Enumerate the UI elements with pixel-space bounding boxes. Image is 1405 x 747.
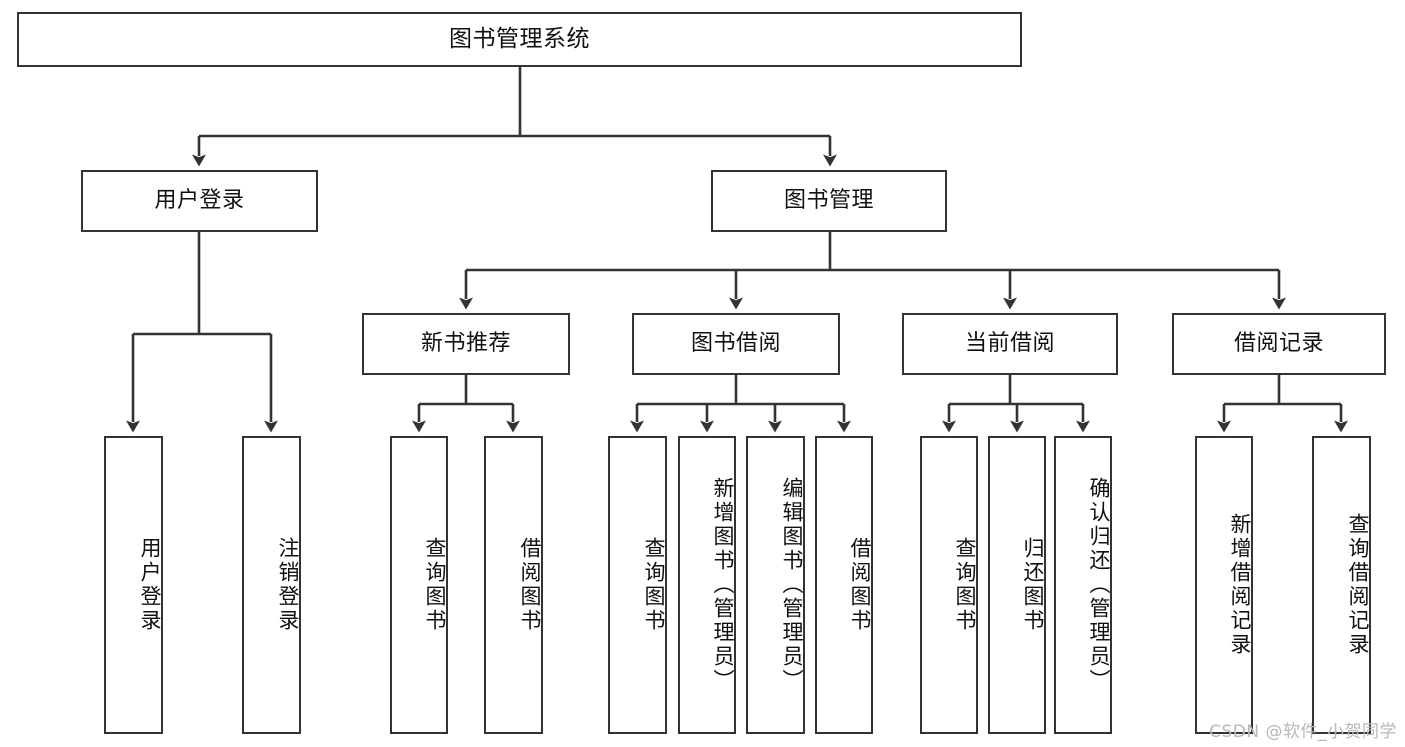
node-borrow-record[interactable]: 借阅记录 [1172,313,1386,375]
node-leaf-user-login[interactable]: 用户登录 [104,436,163,734]
node-book-borrow[interactable]: 图书借阅 [632,313,840,375]
node-leaf-borrow-book-1-label: 借阅图书 [518,537,542,633]
node-leaf-borrow-book-2[interactable]: 借阅图书 [815,436,873,734]
node-root[interactable]: 图书管理系统 [17,12,1022,67]
node-leaf-borrow-book-2-label: 借阅图书 [848,537,872,633]
node-leaf-query-book-3-label: 查询图书 [953,537,977,633]
node-leaf-query-book-2-label: 查询图书 [642,537,666,633]
node-leaf-query-book-2[interactable]: 查询图书 [608,436,667,734]
node-leaf-query-book-1[interactable]: 查询图书 [390,436,448,734]
node-leaf-query-record-label: 查询借阅记录 [1346,513,1370,657]
node-leaf-add-book-label: 新增图书（管理员） [711,477,735,693]
node-user-login[interactable]: 用户登录 [81,170,318,232]
node-leaf-return-book-label: 归还图书 [1021,537,1045,633]
node-leaf-confirm-return[interactable]: 确认归还（管理员） [1054,436,1112,734]
node-leaf-borrow-book-1[interactable]: 借阅图书 [484,436,543,734]
node-leaf-add-record[interactable]: 新增借阅记录 [1195,436,1253,734]
node-book-manage[interactable]: 图书管理 [711,170,947,232]
node-leaf-add-book[interactable]: 新增图书（管理员） [678,436,736,734]
node-leaf-logout-label: 注销登录 [276,537,300,633]
node-leaf-return-book[interactable]: 归还图书 [988,436,1046,734]
node-new-book-rec[interactable]: 新书推荐 [362,313,570,375]
node-leaf-confirm-return-label: 确认归还（管理员） [1087,477,1111,693]
node-current-borrow[interactable]: 当前借阅 [902,313,1118,375]
node-leaf-query-book-1-label: 查询图书 [423,537,447,633]
node-leaf-query-book-3[interactable]: 查询图书 [920,436,978,734]
node-leaf-edit-book[interactable]: 编辑图书（管理员） [746,436,805,734]
node-leaf-edit-book-label: 编辑图书（管理员） [780,477,804,693]
node-leaf-logout[interactable]: 注销登录 [242,436,301,734]
node-leaf-user-login-label: 用户登录 [138,537,162,633]
node-leaf-add-record-label: 新增借阅记录 [1228,513,1252,657]
watermark: CSDN @软件_小贺同学 [1209,722,1397,742]
node-leaf-query-record[interactable]: 查询借阅记录 [1312,436,1371,734]
